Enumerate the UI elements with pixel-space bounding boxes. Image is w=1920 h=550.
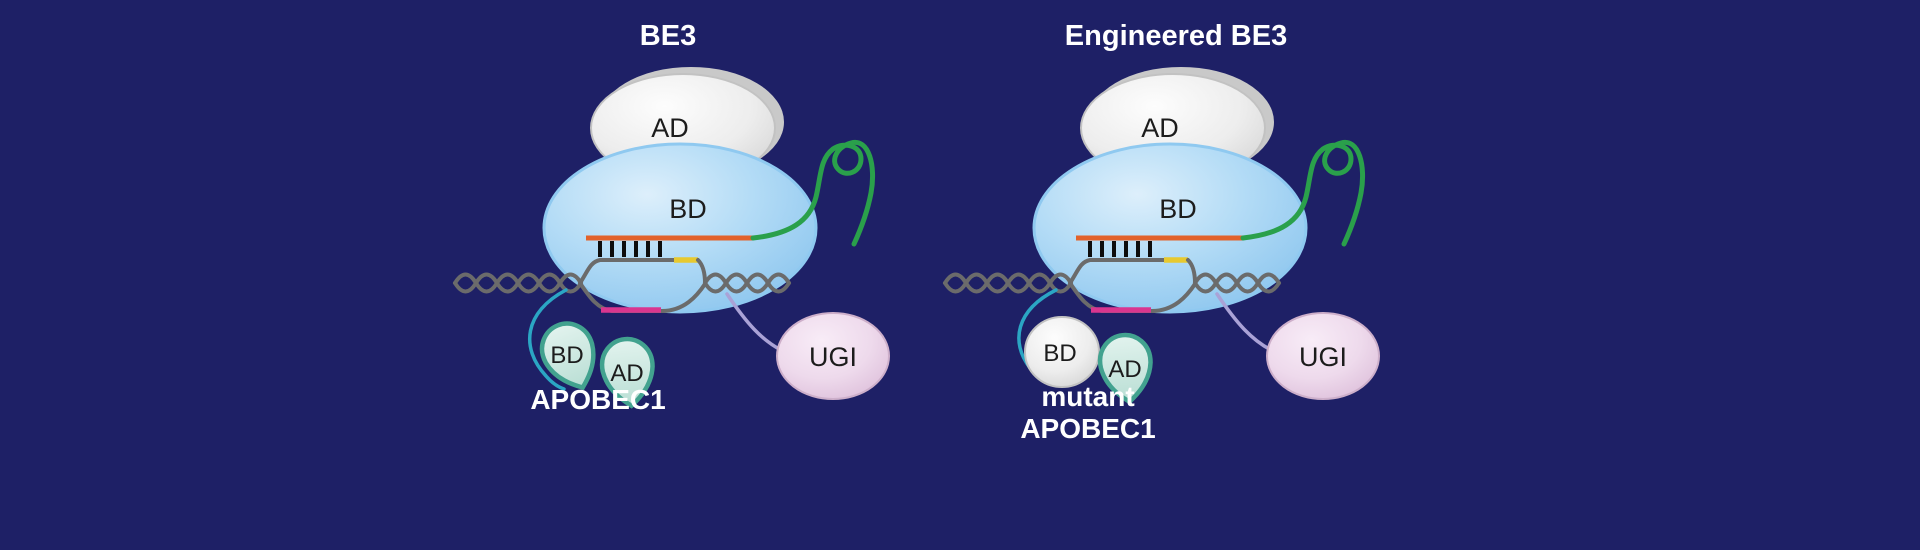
sgrna-scaffold — [750, 140, 876, 247]
ugi-linker — [1215, 292, 1273, 352]
cas9-bd-label: BD — [669, 194, 707, 224]
dna-strand — [703, 272, 791, 294]
ad-domain-label: AD — [1141, 113, 1179, 143]
mutant-apobec-bd-label: BD — [1043, 340, 1076, 367]
mutant-apobec1-complex: BD AD — [1024, 316, 1153, 405]
apobec-ad-leaf — [1097, 332, 1153, 405]
ugi-blob — [1266, 312, 1380, 400]
apobec-ad-leaf-label: AD — [1108, 356, 1141, 383]
be3-panel-title: BE3 — [640, 20, 696, 52]
ugi-label: UGI — [1299, 342, 1347, 372]
mutant-apobec1-name-line2: APOBEC1 — [1020, 413, 1155, 444]
dna-strand — [943, 272, 1073, 294]
apobec1-name: APOBEC1 — [530, 384, 665, 415]
mutant-apobec1-name-line1: mutant — [1041, 381, 1134, 412]
cas9-bd-blob — [1032, 142, 1308, 314]
apobec-linker — [527, 288, 568, 391]
ugi-blob — [776, 312, 890, 400]
dna-strand — [453, 272, 583, 294]
apobec-bd-leaf-label: BD — [550, 342, 583, 369]
apobec1-complex: BD AD — [539, 321, 655, 409]
apobec-ad-leaf — [599, 336, 655, 409]
target-strand — [578, 258, 676, 285]
ad-domain-label: AD — [651, 113, 689, 143]
engineered-be3-panel-title: Engineered BE3 — [1065, 20, 1287, 52]
dna-helix-right — [703, 272, 791, 294]
apobec-ad-leaf-label: AD — [610, 360, 643, 387]
sgrna-scaffold — [1240, 140, 1366, 247]
target-strand — [1068, 258, 1166, 285]
cas9-bd-blob — [542, 142, 818, 314]
apobec-bd-leaf — [539, 321, 596, 391]
be3-panel: BE3 AD BD — [453, 20, 890, 415]
cas9-bd-label: BD — [1159, 194, 1197, 224]
apobec-linker — [1017, 288, 1058, 370]
dna-helix-right — [1193, 272, 1281, 294]
ugi-label: UGI — [809, 342, 857, 372]
engineered-be3-panel: Engineered BE3 AD BD — [943, 20, 1380, 444]
base-pair-ticks — [1088, 241, 1152, 257]
dna-helix-left — [453, 272, 583, 294]
ugi-linker — [725, 292, 783, 352]
dna-helix-left — [943, 272, 1073, 294]
dna-strand — [1193, 272, 1281, 294]
base-pair-ticks — [598, 241, 662, 257]
mutant-apobec-bd-blob — [1024, 316, 1100, 388]
